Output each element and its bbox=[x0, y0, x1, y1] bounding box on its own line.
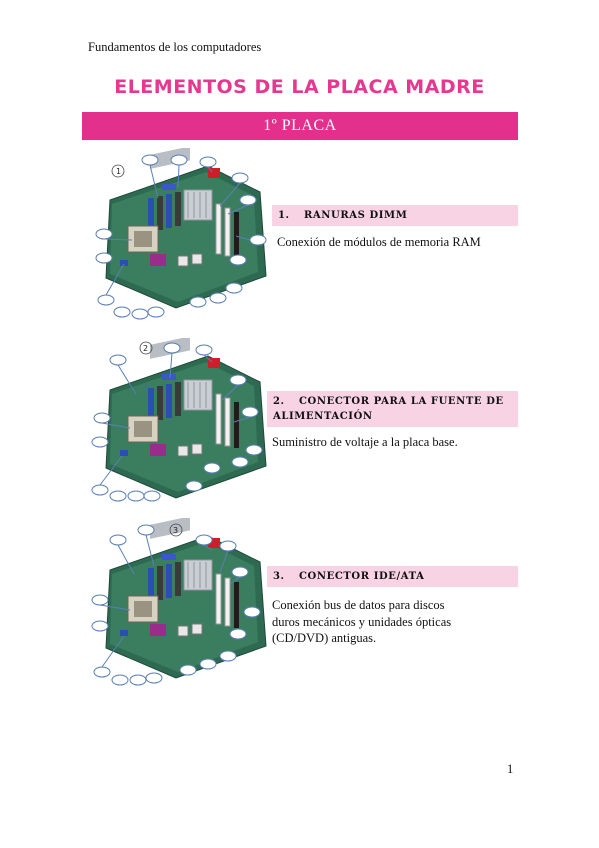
motherboard-diagram-3: 3 bbox=[91, 518, 267, 686]
item-heading-3: 3.CONECTOR IDE/ATA bbox=[267, 566, 518, 587]
marker-label-2: 2 bbox=[143, 344, 148, 353]
item-description-3: Conexión bus de datos para discos duros … bbox=[272, 598, 452, 645]
page-number: 1 bbox=[507, 762, 514, 776]
item-heading-2: 2.CONECTOR PARA LA FUENTE DE ALIMENTACIÓ… bbox=[267, 391, 518, 427]
marker-label-1: 1 bbox=[116, 167, 121, 176]
item-heading-1: 1.RANURAS DIMM bbox=[272, 205, 518, 226]
motherboard-diagram-1: 1 bbox=[95, 148, 267, 320]
item-description-1: Conexión de módulos de memoria RAM bbox=[277, 235, 481, 249]
section-title: 1º PLACA bbox=[82, 112, 518, 140]
motherboard-diagram-2: 2 bbox=[91, 338, 267, 502]
item-description-2: Suministro de voltaje a la placa base. bbox=[272, 435, 458, 449]
marker-label-3: 3 bbox=[173, 526, 178, 535]
document-header: Fundamentos de los computadores bbox=[88, 40, 262, 54]
page-title: ELEMENTOS DE LA PLACA MADRE bbox=[114, 76, 485, 98]
